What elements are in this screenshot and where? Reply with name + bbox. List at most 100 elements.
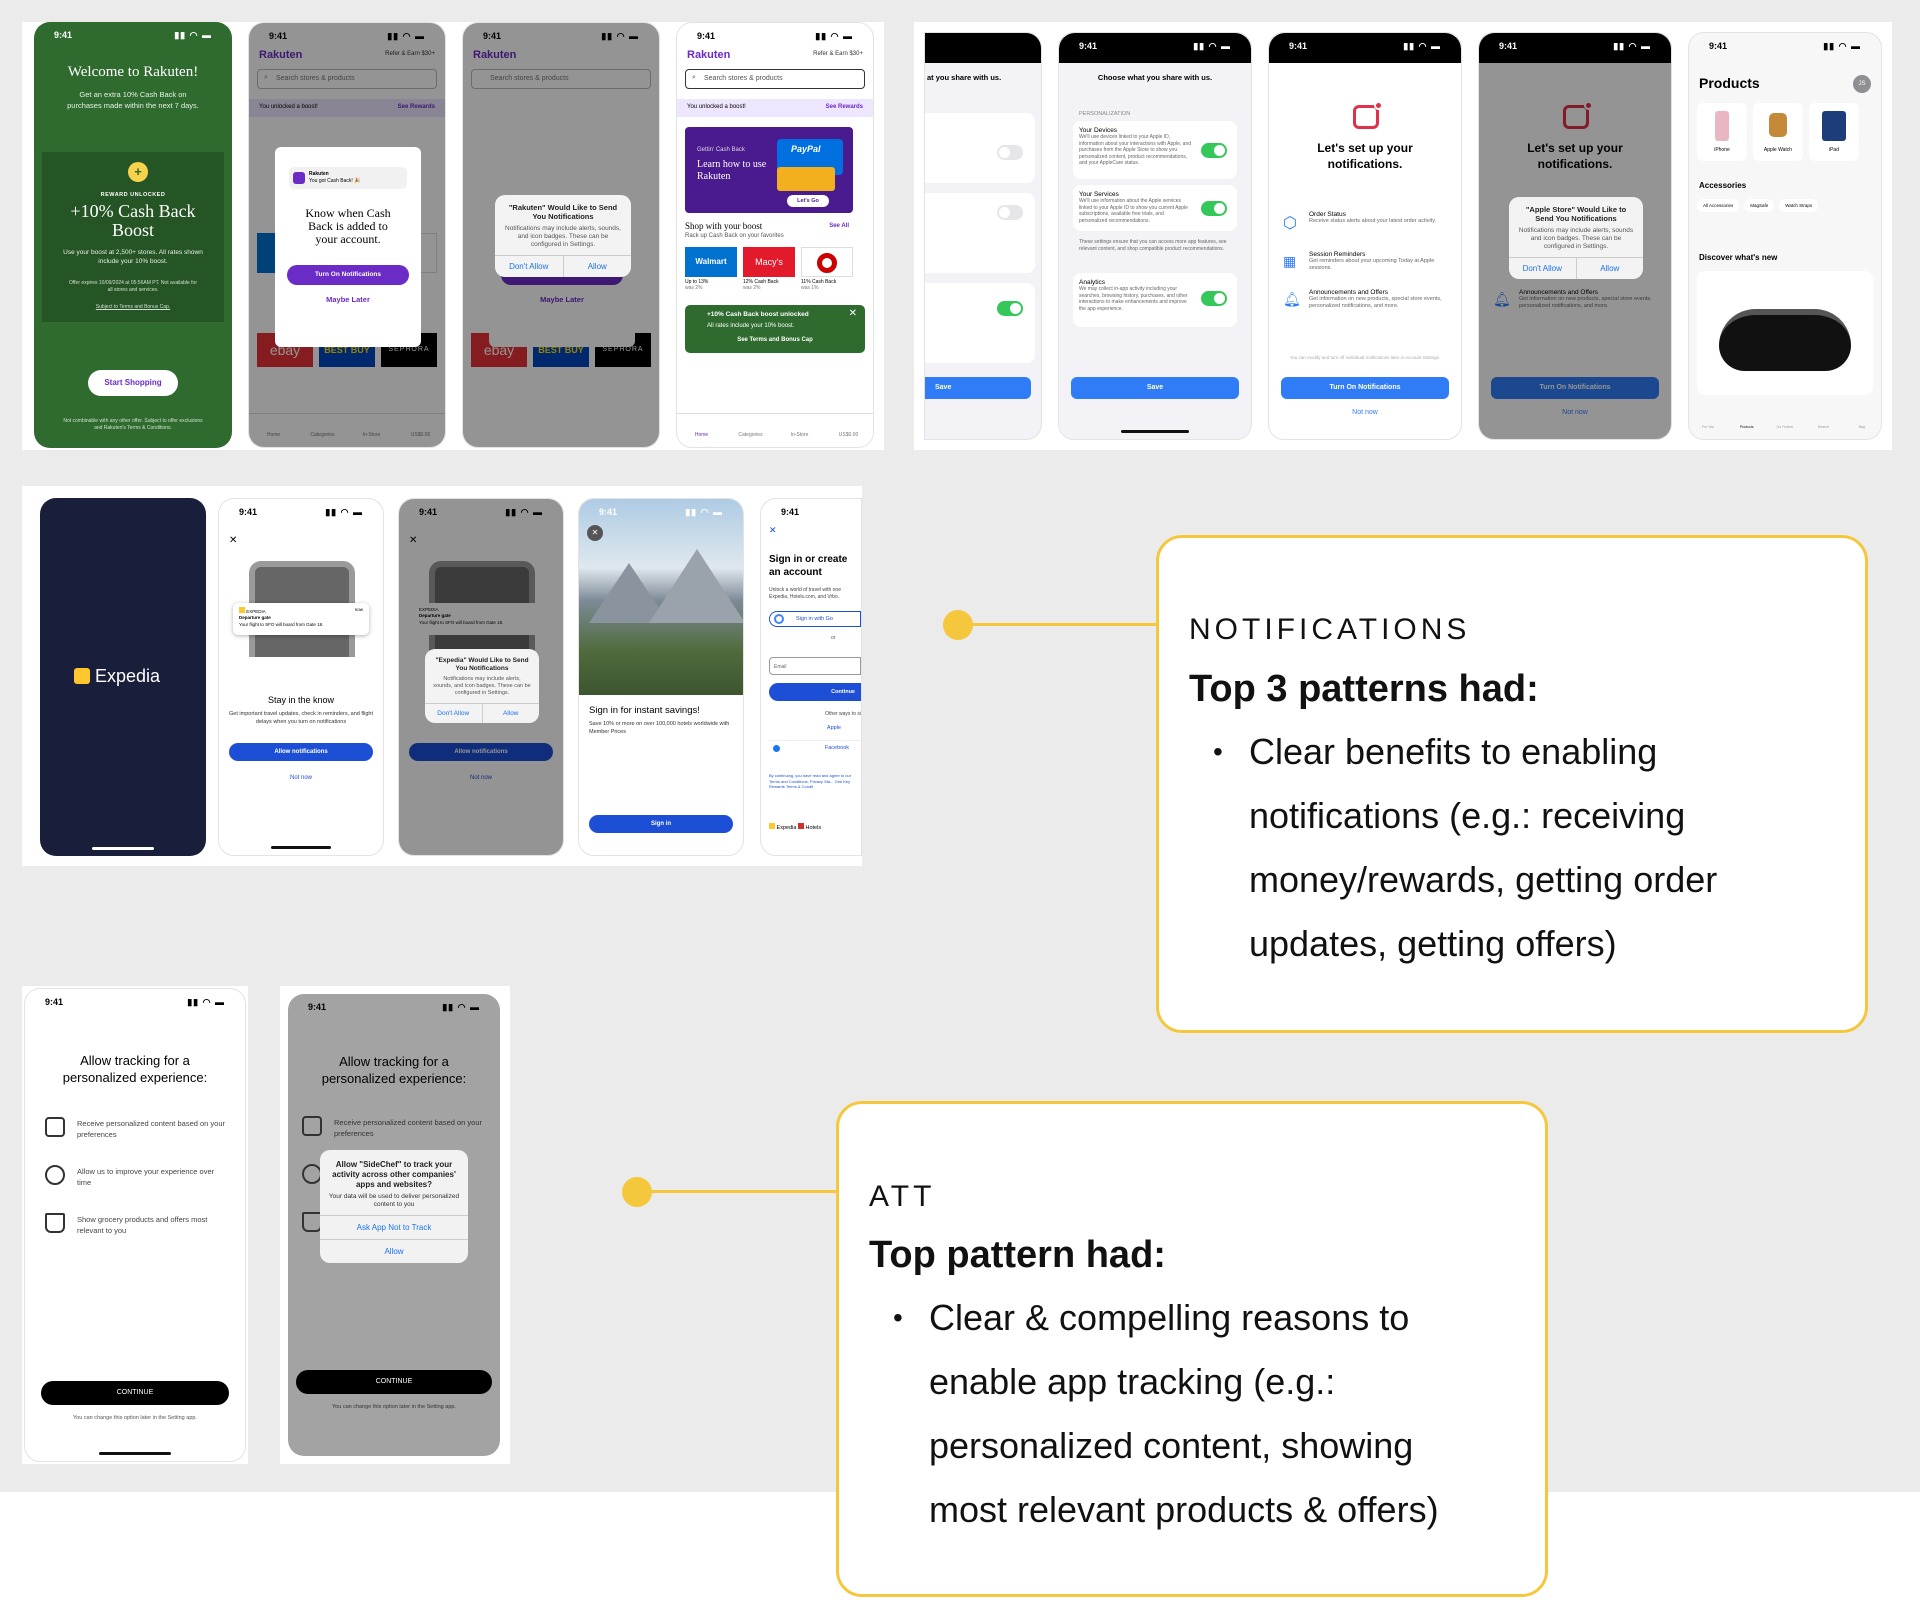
maybe-later-link[interactable]: Maybe Later (326, 295, 370, 304)
dont-allow-button[interactable]: Don't Allow (437, 709, 470, 717)
save-button[interactable]: Save (925, 377, 1031, 399)
terms-link[interactable]: Subject to Terms and Bonus Cap. (95, 304, 171, 310)
preview-app-name: Rakuten (309, 171, 329, 177)
continue-button[interactable]: CONTINUE (41, 1381, 229, 1405)
tab-home[interactable]: Home (266, 432, 281, 438)
close-icon[interactable]: ✕ (587, 525, 603, 541)
rakuten-home-screen: 9:41▮▮ ◠ ▬ Rakuten Refer & Earn $30+ ⌕Se… (676, 22, 874, 448)
not-now-link[interactable]: Not now (469, 775, 492, 781)
discover-card[interactable] (1697, 271, 1873, 395)
see-rewards-link[interactable]: See Rewards (397, 104, 435, 110)
dont-allow-button[interactable]: Don't Allow (1522, 264, 1562, 274)
toggle-services[interactable] (997, 205, 1023, 220)
status-icons: ▮▮ ◠ ▬ (387, 31, 425, 41)
product-iphone[interactable]: iPhone (1697, 103, 1747, 161)
vision-pro-image (1719, 309, 1851, 371)
att-dialog-body: Your data will be used to deliver person… (328, 1193, 460, 1209)
email-input[interactable]: Email (769, 657, 861, 675)
boost-card: + REWARD UNLOCKED +10% Cash Back Boost U… (42, 152, 224, 322)
product-ipad[interactable]: iPad (1809, 103, 1859, 161)
tab-balance[interactable]: US$0.00 (410, 432, 431, 438)
see-all-link[interactable]: See All (829, 223, 849, 229)
continue-button[interactable]: CONTINUE (296, 1370, 492, 1394)
tab-search[interactable]: Search (1817, 425, 1829, 429)
iphone-icon (1715, 111, 1729, 141)
toggle-analytics[interactable] (997, 301, 1023, 316)
google-signin-button[interactable]: Sign in with Go (769, 611, 861, 627)
stay-title: Stay in the know (267, 695, 335, 705)
save-button[interactable]: Save (1071, 377, 1239, 399)
products-title: Products (1699, 75, 1760, 91)
search-placeholder: Search stores & products (276, 75, 355, 82)
apple-notifications-dialog-screen: 9:41▮▮ ◠ ▬ Let's set up your notificatio… (1478, 32, 1672, 440)
apple-signin-row[interactable]: Apple (769, 725, 861, 741)
tab-for-you[interactable]: For You (1702, 425, 1715, 429)
close-icon[interactable]: ✕ (769, 525, 777, 535)
turn-on-notifications-button[interactable]: Turn On Notifications (1281, 377, 1449, 399)
chip-magsafe[interactable]: MagSafe (1744, 199, 1775, 212)
bottom-tabbar: Home Categories In-Store US$0.00 (677, 413, 873, 447)
turn-on-notifications-button[interactable]: Turn On Notifications (1491, 377, 1659, 399)
allow-button[interactable]: Allow (1575, 258, 1644, 280)
promo-card[interactable]: Gettin' Cash Back Learn how to use Rakut… (685, 127, 853, 213)
allow-tracking-button[interactable]: Allow (320, 1239, 468, 1263)
start-shopping-button[interactable]: Start Shopping (88, 370, 178, 396)
allow-notifications-button[interactable]: Allow notifications (409, 743, 553, 761)
toggle-analytics[interactable] (1201, 291, 1227, 306)
refer-link[interactable]: Refer & Earn $30+ (813, 51, 863, 57)
not-now-link[interactable]: Not now (1562, 409, 1588, 416)
tab-categories[interactable]: Categories (310, 432, 335, 438)
tab-go-further[interactable]: Go Further (1776, 425, 1794, 429)
tab-products[interactable]: Products (1739, 425, 1754, 429)
bottom-tabbar: For You Products Go Further Search Bag (1689, 405, 1881, 439)
tab-home[interactable]: Home (694, 432, 709, 438)
signin-promo-body: Save 10% or more on over 100,000 hotels … (589, 721, 730, 735)
modify-note: You can modify and turn off individual n… (1289, 355, 1441, 360)
setup-title: Let's set up your notifications. (1527, 141, 1623, 171)
toggle-devices[interactable] (1201, 143, 1227, 158)
legal-text: By continuing, you have read and agree t… (769, 773, 852, 790)
boost-banner-text: You unlocked a boost! (259, 104, 318, 110)
apple-notifications-setup-screen: 9:41▮▮ ◠ ▬ Let's set up your notificatio… (1268, 32, 1462, 440)
turn-on-notifications-button[interactable]: Turn On Notifications (287, 265, 409, 285)
avatar[interactable]: JS (1853, 75, 1871, 93)
search-bar[interactable]: ⌕Search stores & products (257, 69, 437, 89)
chip-watch-straps[interactable]: Watch Straps (1779, 199, 1819, 212)
chip-all-accessories[interactable]: All Accessories (1697, 199, 1740, 212)
not-now-link[interactable]: Not now (289, 775, 312, 781)
see-rewards-link[interactable]: See Rewards (825, 104, 863, 110)
toast-close-icon[interactable]: ✕ (848, 308, 857, 319)
allow-button[interactable]: Allow (481, 703, 540, 723)
close-icon[interactable]: ✕ (409, 535, 418, 546)
close-icon[interactable]: ✕ (229, 535, 238, 546)
tab-bag[interactable]: Bag (1858, 425, 1865, 429)
search-bar[interactable]: ⌕Search stores & products (685, 69, 865, 89)
tab-in-store[interactable]: In-Store (790, 432, 809, 438)
toggle-services[interactable] (1201, 201, 1227, 216)
refer-link[interactable]: Refer & Earn $30+ (385, 51, 435, 57)
ask-not-to-track-button[interactable]: Ask App Not to Track (320, 1215, 468, 1239)
continue-button[interactable]: Continue (769, 683, 861, 701)
not-now-link[interactable]: Not now (1352, 409, 1378, 416)
maybe-later-link[interactable]: Maybe Later (540, 295, 584, 304)
toggle-devices[interactable] (997, 145, 1023, 160)
toast-terms-link[interactable]: See Terms and Bonus Cap (737, 337, 813, 343)
allow-notifications-button[interactable]: Allow notifications (229, 743, 373, 761)
lets-go-button[interactable]: Let's Go (787, 195, 829, 207)
product-watch[interactable]: Apple Watch (1753, 103, 1803, 161)
dont-allow-button[interactable]: Don't Allow (509, 262, 549, 272)
search-bar[interactable]: Search stores & products (471, 69, 651, 89)
facebook-signin-row[interactable]: Facebook (769, 745, 861, 761)
signin-button[interactable]: Sign in (589, 815, 733, 833)
tab-in-store[interactable]: In-Store (362, 432, 381, 438)
tab-balance[interactable]: US$0.00 (838, 432, 859, 438)
status-time: 9:41 (1079, 41, 1098, 51)
allow-button[interactable]: Allow (562, 256, 632, 278)
tab-categories[interactable]: Categories (738, 432, 763, 438)
facebook-icon (773, 745, 780, 752)
mountain-hero-image (579, 499, 743, 695)
